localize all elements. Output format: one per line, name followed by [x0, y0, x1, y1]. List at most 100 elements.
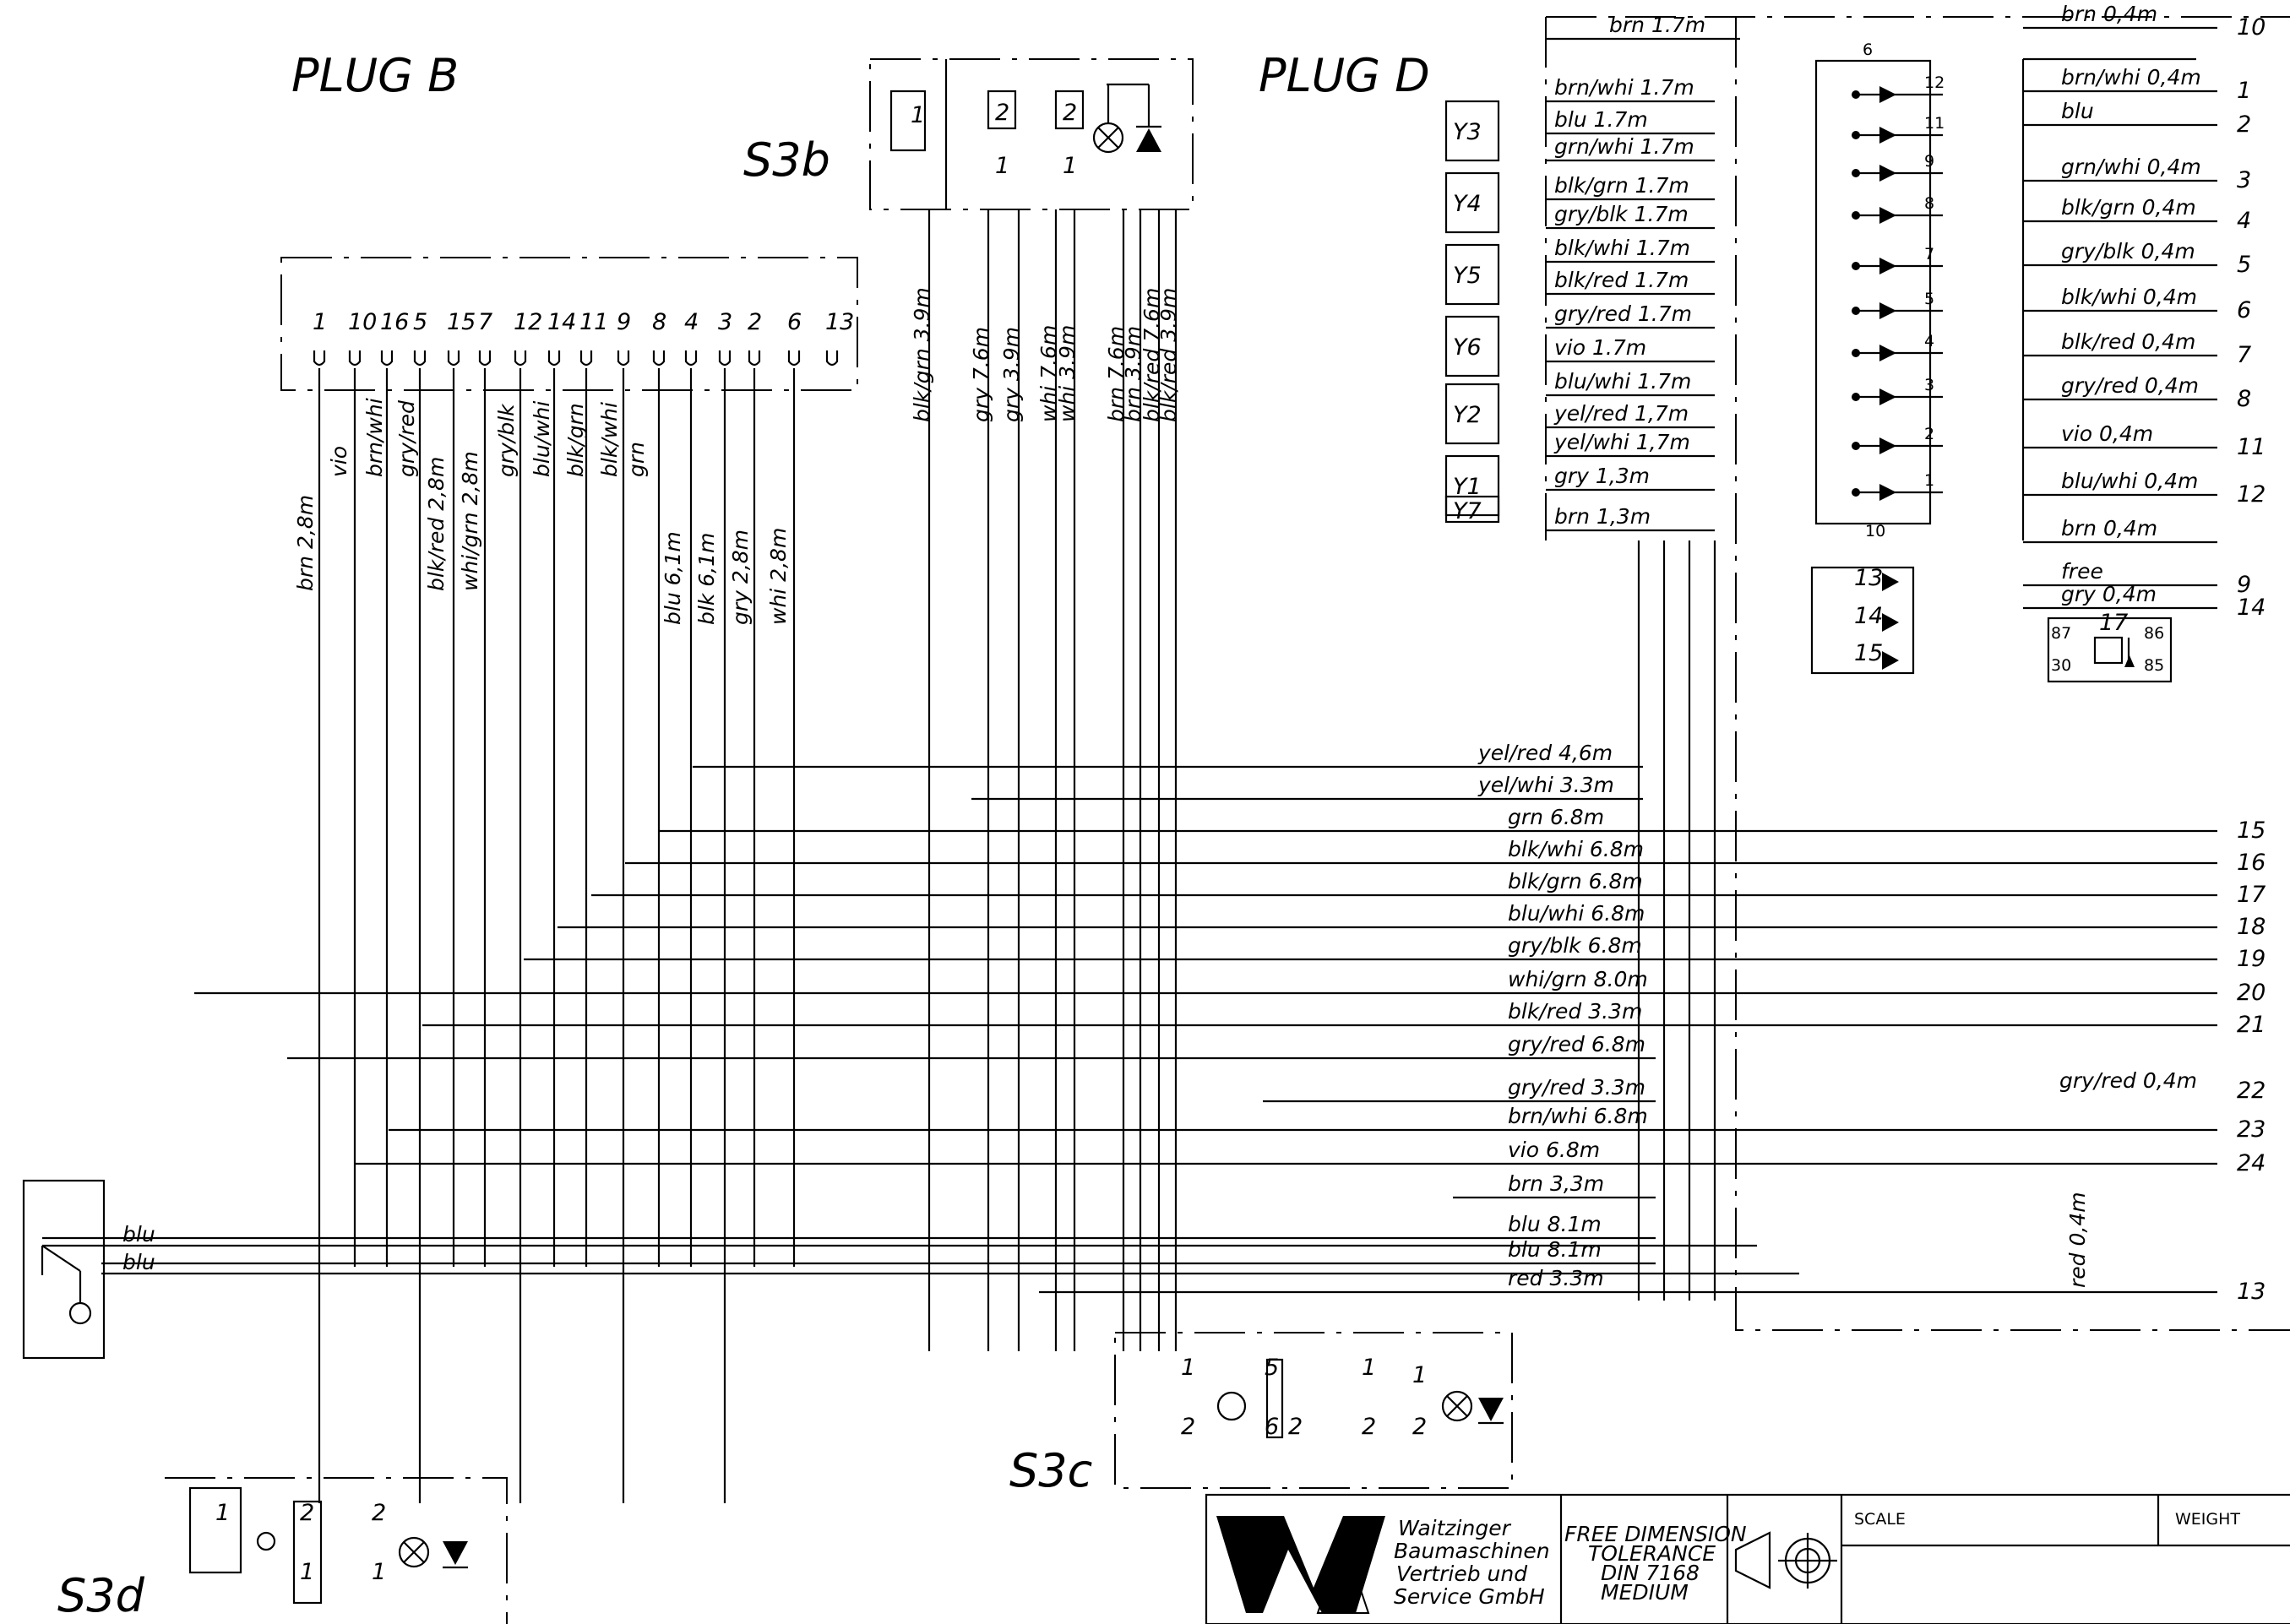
plug-b-pin-number: 5: [413, 309, 427, 335]
wire-label: vio 6.8m: [1508, 1138, 1600, 1162]
svg-text:1: 1: [300, 1559, 314, 1585]
diode-icon: [1478, 1398, 1504, 1421]
plug-b-pin-number: 7: [478, 309, 492, 335]
wire-label: blk/red 1.7m: [1554, 268, 1689, 292]
wire-label: 2: [2237, 111, 2251, 138]
plug-b-pin-number: 3: [718, 309, 732, 335]
wire-label: blu/whi 0,4m: [2061, 469, 2198, 493]
wire-label: blk/red 0,4m: [2061, 329, 2195, 354]
relay-box: 87 86 30 85 17: [2047, 610, 2173, 683]
wire-label: vio 0,4m: [2061, 421, 2153, 446]
plug-b-pin-number: 13: [825, 309, 854, 335]
diode-number: 8: [1924, 194, 1934, 213]
wire-label: yel/whi 3.3m: [1477, 773, 1614, 797]
wire-label: blk/red 7.6m: [1140, 288, 1164, 422]
wire-label: 22: [2237, 1078, 2266, 1104]
diode-number: 7: [1924, 245, 1934, 263]
svg-text:87: 87: [2051, 624, 2071, 643]
wire-label: 13: [2237, 1279, 2266, 1305]
svg-text:17: 17: [2099, 610, 2128, 636]
svg-text:15: 15: [1854, 640, 1883, 666]
plug-b-pin-number: 8: [652, 309, 666, 335]
svg-text:1: 1: [1181, 1355, 1195, 1381]
wire-label: 3: [2237, 167, 2251, 193]
wire-label: 6: [2237, 297, 2251, 323]
plug-b-heading: PLUG B: [291, 49, 459, 102]
company-logo: [1216, 1516, 1385, 1613]
svg-text:13: 13: [1854, 565, 1883, 591]
weight-label: WEIGHT: [2175, 1510, 2240, 1529]
wire-label: 7: [2237, 342, 2251, 368]
wire-label: 24: [2237, 1150, 2266, 1176]
plug-b-pin-number: 6: [787, 309, 802, 335]
wire-label: blk/grn 3.9m: [910, 287, 934, 422]
diode-number: 3: [1924, 376, 1934, 394]
svg-text:2: 2: [300, 1500, 314, 1526]
s3b-switch: 1 2 1 2 1: [869, 58, 1194, 210]
title-block: Waitzinger Baumaschinen Vertrieb und Ser…: [1205, 1493, 2290, 1624]
wire-label: 1: [2237, 78, 2251, 104]
diode-number: 5: [1924, 290, 1934, 308]
tolerance-line: DIN 7168: [1601, 1561, 1700, 1585]
wire-label: brn 0,4m: [2061, 516, 2157, 540]
wire-label: gry/blk 1.7m: [1554, 202, 1689, 226]
svg-text:2: 2: [372, 1500, 386, 1526]
wire-label: blk/whi: [597, 402, 622, 477]
wire-label: gry/blk 6.8m: [1508, 933, 1642, 958]
company-line: Baumaschinen: [1394, 1539, 1550, 1563]
wire-label: blk/whi 6.8m: [1508, 837, 1644, 861]
wire-label: blu/whi 6.8m: [1508, 901, 1645, 926]
diode-number: 9: [1924, 152, 1934, 171]
wire-label: 23: [2237, 1116, 2266, 1143]
s3c-heading: S3c: [1009, 1444, 1092, 1497]
wire-label: brn/whi: [362, 398, 387, 477]
wire-label: 19: [2237, 946, 2266, 972]
plug-d-connector: [1545, 16, 2290, 1331]
wire-label: 11: [2237, 434, 2266, 460]
wire-label: brn 2,8m: [293, 495, 318, 591]
svg-text:14: 14: [1854, 603, 1883, 629]
wire-label: gry/red 1.7m: [1554, 301, 1692, 326]
wire-label: grn: [624, 442, 649, 477]
wire-label: blk/red 2,8m: [424, 457, 449, 591]
wire-label: 12: [2237, 481, 2266, 508]
diode-number: 10: [1865, 522, 1885, 540]
wire-label: blu: [2061, 99, 2094, 123]
wire-label: whi/grn 2,8m: [458, 451, 482, 591]
wire-label: 21: [2237, 1012, 2266, 1038]
lamp-icon: [1441, 1390, 1473, 1422]
wire-label: brn 7.6m: [1104, 326, 1129, 422]
wire-label: 9: [2237, 572, 2251, 598]
svg-text:1: 1: [1412, 1362, 1427, 1388]
s3d-heading: S3d: [57, 1569, 145, 1622]
wire-label: 16: [2237, 850, 2266, 876]
wire-label: 14: [2237, 595, 2266, 621]
wire-label: brn 1,3m: [1554, 504, 1651, 529]
svg-text:2: 2: [1063, 100, 1077, 126]
svg-text:2: 2: [1362, 1414, 1376, 1440]
wire-label: gry/red 0,4m: [2061, 373, 2199, 398]
plug-b-pin-number: 10: [348, 309, 377, 335]
svg-text:1: 1: [995, 153, 1009, 179]
wire-label: gry 3.9m: [999, 327, 1024, 422]
wire-label: 5: [2237, 252, 2251, 278]
wire-label: whi/grn 8.0m: [1508, 967, 1648, 991]
wire-label: free: [2061, 559, 2103, 584]
plug-b-pin-number: 4: [684, 309, 699, 335]
svg-text:1: 1: [215, 1500, 230, 1526]
wire-label: blk/grn 0,4m: [2061, 195, 2196, 220]
company-line: Service GmbH: [1394, 1584, 1545, 1609]
svg-text:30: 30: [2051, 656, 2071, 675]
s3d-switch: 1 2 1 2 1: [165, 1477, 508, 1624]
scale-label: SCALE: [1854, 1510, 1906, 1529]
plug-b-pin-number: 14: [547, 309, 576, 335]
wire-label: blk/whi 1.7m: [1554, 236, 1690, 260]
wire-label: blu 1.7m: [1554, 107, 1648, 132]
component-label: Y2: [1453, 402, 1482, 428]
wire-label: blu: [122, 1222, 155, 1247]
company-line: Waitzinger: [1398, 1516, 1512, 1540]
component-label: Y5: [1453, 263, 1482, 289]
wire-label: 8: [2237, 386, 2251, 412]
component-label: Y3: [1453, 119, 1482, 145]
